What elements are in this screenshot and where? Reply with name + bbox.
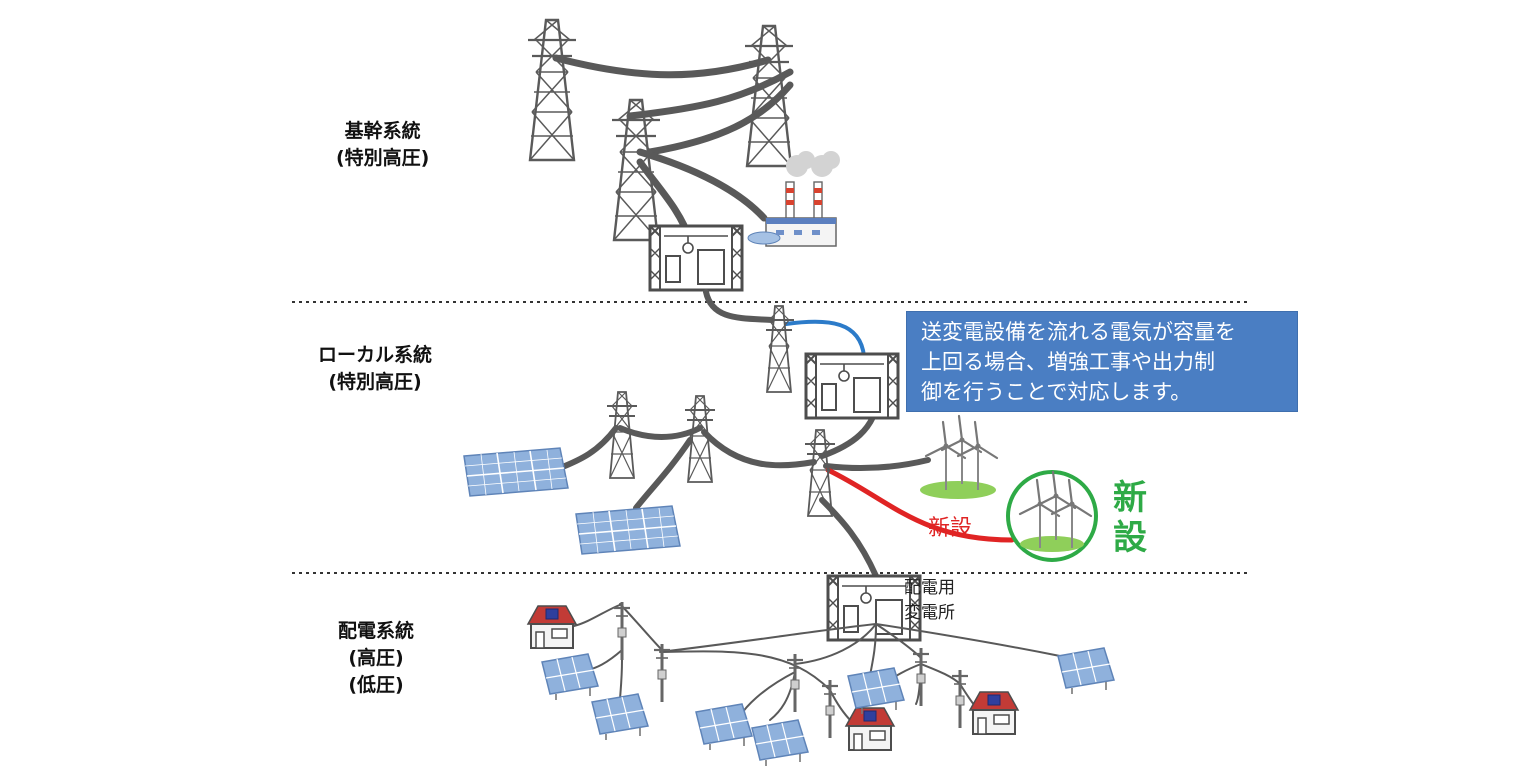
power-plant-icon xyxy=(747,151,840,247)
new-badge-char-1: 新 xyxy=(1113,478,1147,518)
local-tier-name: ローカル系統 xyxy=(318,344,433,366)
house-icon-2 xyxy=(845,707,895,751)
utility-pole-5 xyxy=(911,646,931,708)
substation-label-line-1: 配電用 xyxy=(904,578,955,598)
callout-line-2: 上回る場合、増強工事や出力制 xyxy=(921,350,1215,374)
distribution-tier-voltage-low: (低圧) xyxy=(348,674,404,696)
transmission-tower-1 xyxy=(526,18,578,162)
distribution-tier-label: 配電系統 (高圧) (低圧) xyxy=(338,618,414,699)
distribution-substation-label: 配電用 変電所 xyxy=(904,576,955,626)
callout-line-3: 御を行うことで対応します。 xyxy=(921,380,1192,404)
utility-pole-4 xyxy=(820,678,840,740)
solar-panel-3 xyxy=(695,703,753,751)
substation-label-line-2: 変電所 xyxy=(904,603,955,623)
distribution-tier-voltage-high: (高圧) xyxy=(348,647,404,669)
trunk-tier-voltage: (特別高圧) xyxy=(336,147,430,169)
house-icon-1 xyxy=(527,605,577,649)
local-tier-voltage: (特別高圧) xyxy=(328,371,422,393)
solar-array-1 xyxy=(463,447,569,497)
trunk-substation-icon xyxy=(648,224,744,292)
solar-panel-4 xyxy=(751,719,809,766)
local-tier-label: ローカル系統 (特別高圧) xyxy=(318,342,432,396)
trunk-tier-name: 基幹系統 xyxy=(344,120,421,142)
new-badge-char-2: 設 xyxy=(1113,518,1147,558)
local-substation-icon xyxy=(804,352,900,420)
new-wind-farm-icon xyxy=(1006,470,1098,562)
house-icon-3 xyxy=(969,691,1019,735)
trunk-lines xyxy=(552,54,794,244)
solar-panel-6 xyxy=(1057,647,1115,695)
solar-panel-5 xyxy=(847,667,905,715)
new-line-label: 新設 xyxy=(928,516,973,541)
reinforcement-callout: 送変電設備を流れる電気が容量を 上回る場合、増強工事や出力制 御を行うことで対応… xyxy=(906,311,1298,412)
solar-array-2 xyxy=(575,505,681,555)
solar-panel-2 xyxy=(591,693,649,741)
new-line xyxy=(825,467,1015,543)
new-badge-label: 新 設 xyxy=(1110,478,1150,558)
trunk-tier-label: 基幹系統 (特別高圧) xyxy=(336,118,429,172)
transmission-tower-2 xyxy=(743,24,795,168)
reinforced-line xyxy=(784,319,866,358)
solar-panel-1 xyxy=(541,653,599,701)
distribution-tier-name: 配電系統 xyxy=(338,620,415,642)
callout-line-1: 送変電設備を流れる電気が容量を xyxy=(921,320,1236,344)
wind-farm-icon xyxy=(920,414,999,499)
transmission-tower-3 xyxy=(610,98,662,242)
